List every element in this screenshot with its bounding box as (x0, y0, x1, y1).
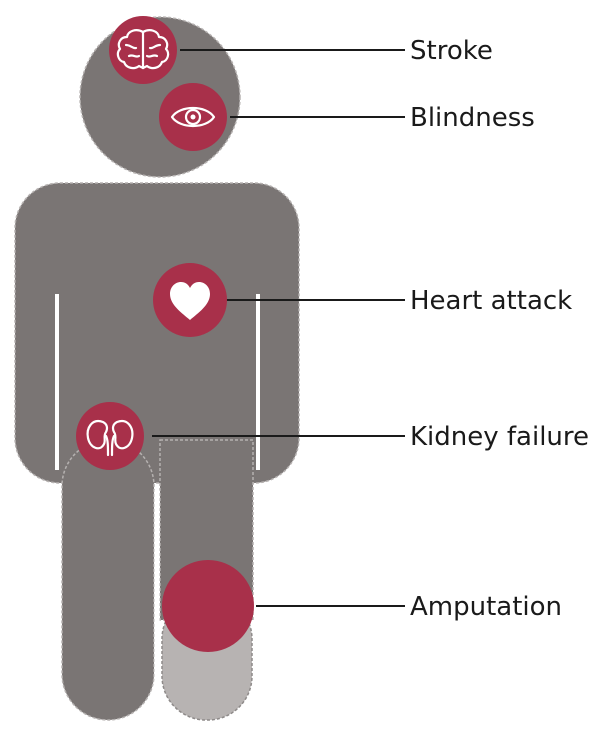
labels: Stroke Blindness Heart attack Kidney fai… (410, 36, 589, 622)
label-amputation: Amputation (410, 592, 562, 622)
heart-badge (153, 263, 227, 337)
brain-badge (109, 16, 177, 84)
kidneys-badge (76, 402, 144, 470)
amputation-marker (162, 560, 254, 652)
eye-badge (159, 83, 227, 151)
label-blindness: Blindness (410, 103, 535, 133)
label-kidney-failure: Kidney failure (410, 422, 589, 452)
human-figure (15, 17, 299, 720)
label-heart-attack: Heart attack (410, 286, 572, 316)
left-leg (62, 440, 154, 720)
label-stroke: Stroke (410, 36, 493, 66)
